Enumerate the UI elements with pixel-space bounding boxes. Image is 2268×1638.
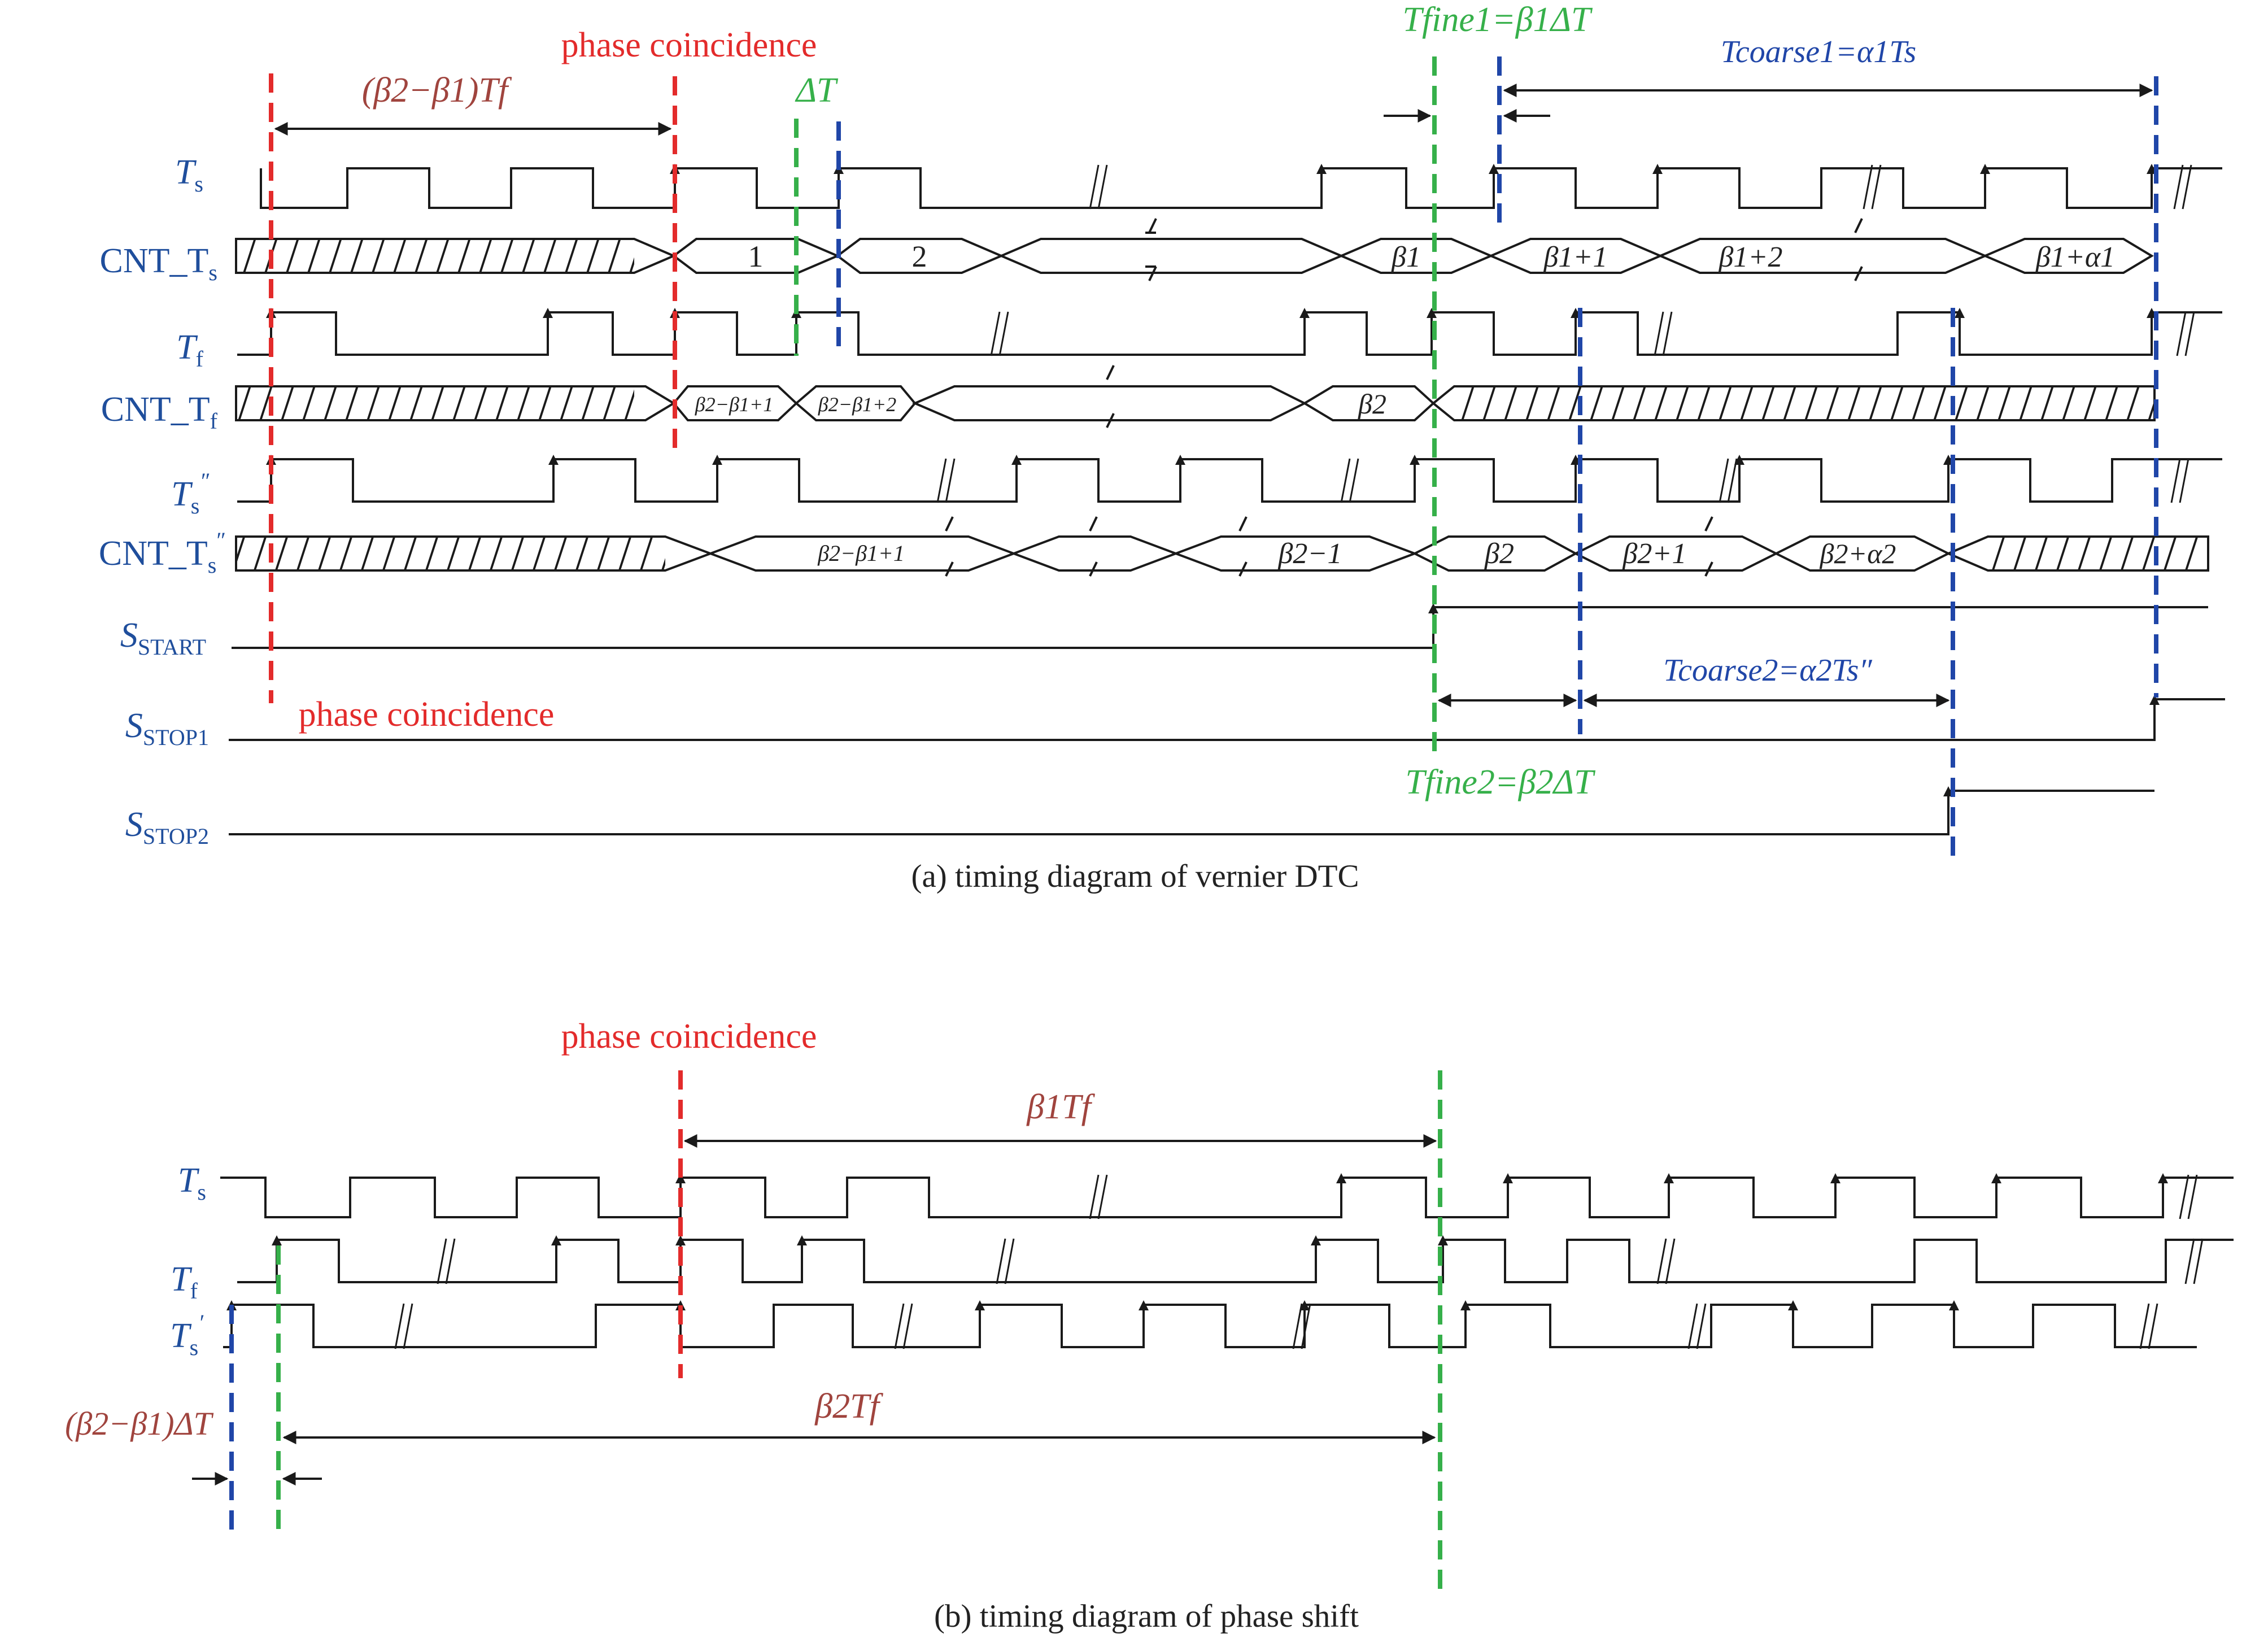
annotation-t-coarse1: Tcoarse1=α1Ts: [1721, 34, 1916, 69]
caption-panel-a: (a) timing diagram of vernier DTC: [911, 859, 1359, 894]
annotation-t-coarse2: Tcoarse2=α2Ts″: [1663, 653, 1872, 688]
annotation-phase-coincidence-low: phase coincidence: [299, 695, 555, 734]
cnt-tf-value-2: β2−β1+2: [818, 393, 896, 416]
cnt-tf-value-3: β2: [1358, 388, 1386, 420]
cnt-ts-value-3: β1: [1391, 241, 1421, 273]
bus-break-marks: [945, 218, 1863, 577]
label-cnt-ts: CNT_Ts: [100, 242, 217, 285]
cnt-ts2-value-3: β2: [1484, 538, 1514, 570]
panel-a-signal-labels: Ts CNT_Ts Tf CNT_Tf Ts″ CNT_Ts″ SSTART S…: [99, 153, 226, 849]
wave-ts: [260, 167, 2222, 209]
label-s-stop2: SSTOP2: [125, 805, 209, 849]
cnt-ts2-value-5: β2+α2: [1820, 538, 1896, 569]
cnt-ts-value-6: β1+α1: [2035, 241, 2115, 273]
annotation-beta-diff: (β2−β1)Tf: [362, 71, 512, 110]
label-cnt-tf: CNT_Tf: [101, 390, 218, 434]
bus-cnt-tf: [235, 385, 2156, 421]
label-b-ts-prime: Ts′: [170, 1310, 204, 1360]
wave-b-ts: [220, 1177, 2234, 1218]
wave-s-start: [232, 606, 2208, 649]
cnt-ts-value-4: β1+1: [1543, 241, 1608, 273]
annotation-phase-coincidence-top: phase coincidence: [561, 26, 817, 64]
break-marks-panel-b: [394, 1174, 2204, 1349]
wave-tf: [237, 311, 2222, 356]
caption-panel-b: (b) timing diagram of phase shift: [934, 1598, 1359, 1634]
annotation-b-phase-coincidence: phase coincidence: [561, 1017, 817, 1056]
label-cnt-ts-double-prime: CNT_Ts″: [99, 528, 226, 578]
cnt-ts-value-1: 1: [748, 239, 764, 273]
cnt-ts-value-2: 2: [912, 239, 927, 273]
wave-b-ts-prime: [223, 1304, 2197, 1348]
label-ts-double-prime: Ts″: [171, 468, 210, 519]
break-marks-panel-a: [936, 164, 2195, 503]
cnt-tf-value-1: β2−β1+1: [695, 393, 773, 416]
cnt-ts-value-5: β1+2: [1719, 241, 1783, 273]
edge-arrows-panel-b: [226, 1173, 2168, 1310]
label-b-ts: Ts: [178, 1161, 206, 1205]
cnt-ts2-value-4: β2+1: [1623, 538, 1687, 570]
wave-s-stop1: [229, 698, 2225, 741]
wave-b-tf: [237, 1239, 2234, 1283]
label-ts: Ts: [175, 153, 203, 197]
cnt-ts2-value-1: β2−β1+1: [817, 541, 905, 566]
label-s-start: SSTART: [120, 616, 206, 660]
wave-s-stop2: [229, 790, 2154, 835]
annotation-delta-t: ΔT: [795, 71, 839, 110]
bus-cnt-ts-double-prime: [235, 535, 2209, 572]
annotation-t-fine1: Tfine1=β1ΔT: [1402, 1, 1593, 39]
wave-ts-double-prime: [237, 458, 2222, 503]
cnt-ts2-value-2: β2−1: [1278, 538, 1342, 570]
annotation-t-fine2: Tfine2=β2ΔT: [1405, 763, 1596, 801]
label-b-tf: Tf: [171, 1260, 198, 1304]
label-s-stop1: SSTOP1: [125, 707, 209, 750]
annotation-b-beta-diff-dt: (β2−β1)ΔT: [65, 1405, 214, 1442]
label-tf: Tf: [176, 328, 203, 372]
annotation-b-beta2-tf: β2Tf: [814, 1387, 883, 1426]
panel-b-signal-labels: Ts Tf Ts′: [170, 1161, 206, 1360]
annotation-b-beta1-tf: β1Tf: [1026, 1088, 1095, 1126]
